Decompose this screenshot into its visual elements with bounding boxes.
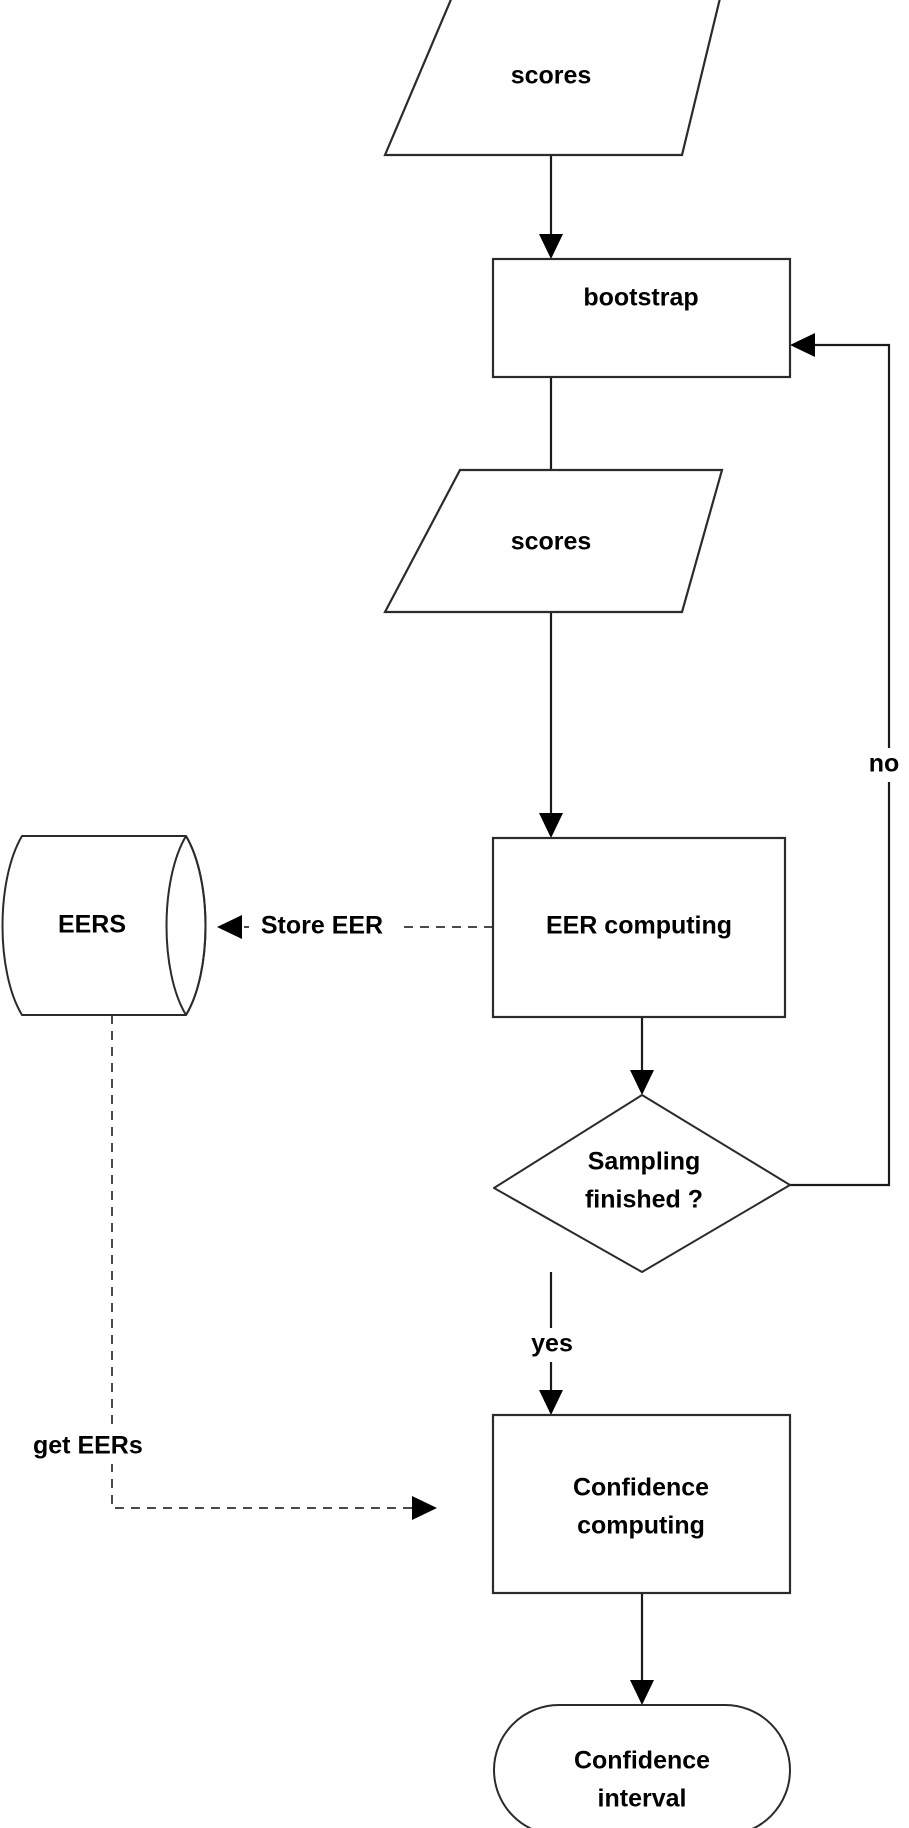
rectangle-shape bbox=[491, 1413, 792, 1595]
rectangle-shape bbox=[491, 257, 792, 379]
edge-label-yes: yes bbox=[505, 1328, 573, 1362]
edge-label-text: Store EER bbox=[261, 912, 383, 940]
parallelogram-shape bbox=[383, 468, 724, 614]
node-label-line2: computing bbox=[577, 1512, 705, 1540]
node-label: scores bbox=[511, 528, 592, 556]
edge-label-text: yes bbox=[531, 1330, 573, 1358]
edge-get-eers bbox=[111, 1015, 437, 1520]
node-confidence-computing[interactable]: Confidence computing bbox=[491, 1413, 792, 1595]
node-label: bootstrap bbox=[583, 284, 698, 312]
edge-eer-computing-to-decision bbox=[630, 1017, 654, 1095]
node-label-line1: Confidence bbox=[573, 1474, 709, 1502]
edge-scores-to-bootstrap bbox=[539, 155, 563, 259]
edge-label-text: no bbox=[869, 750, 900, 778]
edge-confidence-to-interval bbox=[630, 1593, 654, 1705]
arrow-head-icon bbox=[539, 813, 563, 838]
arrow-head-icon bbox=[412, 1496, 437, 1520]
arrow-head-icon bbox=[217, 915, 242, 939]
edge-line-dashed bbox=[111, 1015, 412, 1509]
node-bootstrap[interactable]: bootstrap bbox=[491, 257, 792, 379]
node-eers-database[interactable]: EERS bbox=[1, 835, 207, 1016]
parallelogram-shape bbox=[383, 0, 721, 157]
node-scores-input[interactable]: scores bbox=[383, 0, 722, 157]
cylinder-cap-shape bbox=[185, 835, 207, 1016]
node-label: scores bbox=[511, 62, 592, 90]
arrow-head-icon bbox=[630, 1680, 654, 1705]
node-label: EER computing bbox=[546, 912, 732, 940]
node-label-line2: interval bbox=[598, 1785, 687, 1813]
edge-scores-to-eer-computing bbox=[539, 612, 563, 838]
arrow-head-icon bbox=[539, 234, 563, 259]
node-label: EERS bbox=[58, 911, 126, 939]
edge-label-store-eer: Store EER bbox=[249, 910, 397, 944]
label-backdrop bbox=[505, 1328, 567, 1362]
node-eer-computing[interactable]: EER computing bbox=[491, 836, 787, 1019]
node-sampling-finished-decision[interactable]: Sampling finished ? bbox=[493, 1094, 791, 1273]
rounded-terminator-shape bbox=[493, 1704, 791, 1828]
label-backdrop bbox=[28, 1430, 178, 1464]
node-label-line2: finished ? bbox=[585, 1186, 703, 1214]
arrow-head-icon bbox=[630, 1070, 654, 1095]
node-scores-bootstrapped[interactable]: scores bbox=[383, 468, 724, 614]
label-backdrop bbox=[249, 910, 397, 944]
node-confidence-interval[interactable]: Confidence interval bbox=[493, 1704, 791, 1828]
arrow-head-icon bbox=[790, 333, 815, 357]
label-backdrop bbox=[857, 748, 909, 782]
diamond-shape bbox=[493, 1094, 791, 1273]
rectangle-shape bbox=[491, 836, 787, 1019]
cylinder-cap-back-shape bbox=[165, 835, 187, 1016]
node-label-line1: Sampling bbox=[588, 1148, 701, 1176]
node-label-line1: Confidence bbox=[574, 1747, 710, 1775]
edge-label-get-eers: get EERs bbox=[28, 1430, 178, 1464]
edge-label-text: get EERs bbox=[33, 1432, 143, 1460]
arrow-head-icon bbox=[539, 1390, 563, 1415]
edge-label-no: no bbox=[857, 748, 909, 782]
